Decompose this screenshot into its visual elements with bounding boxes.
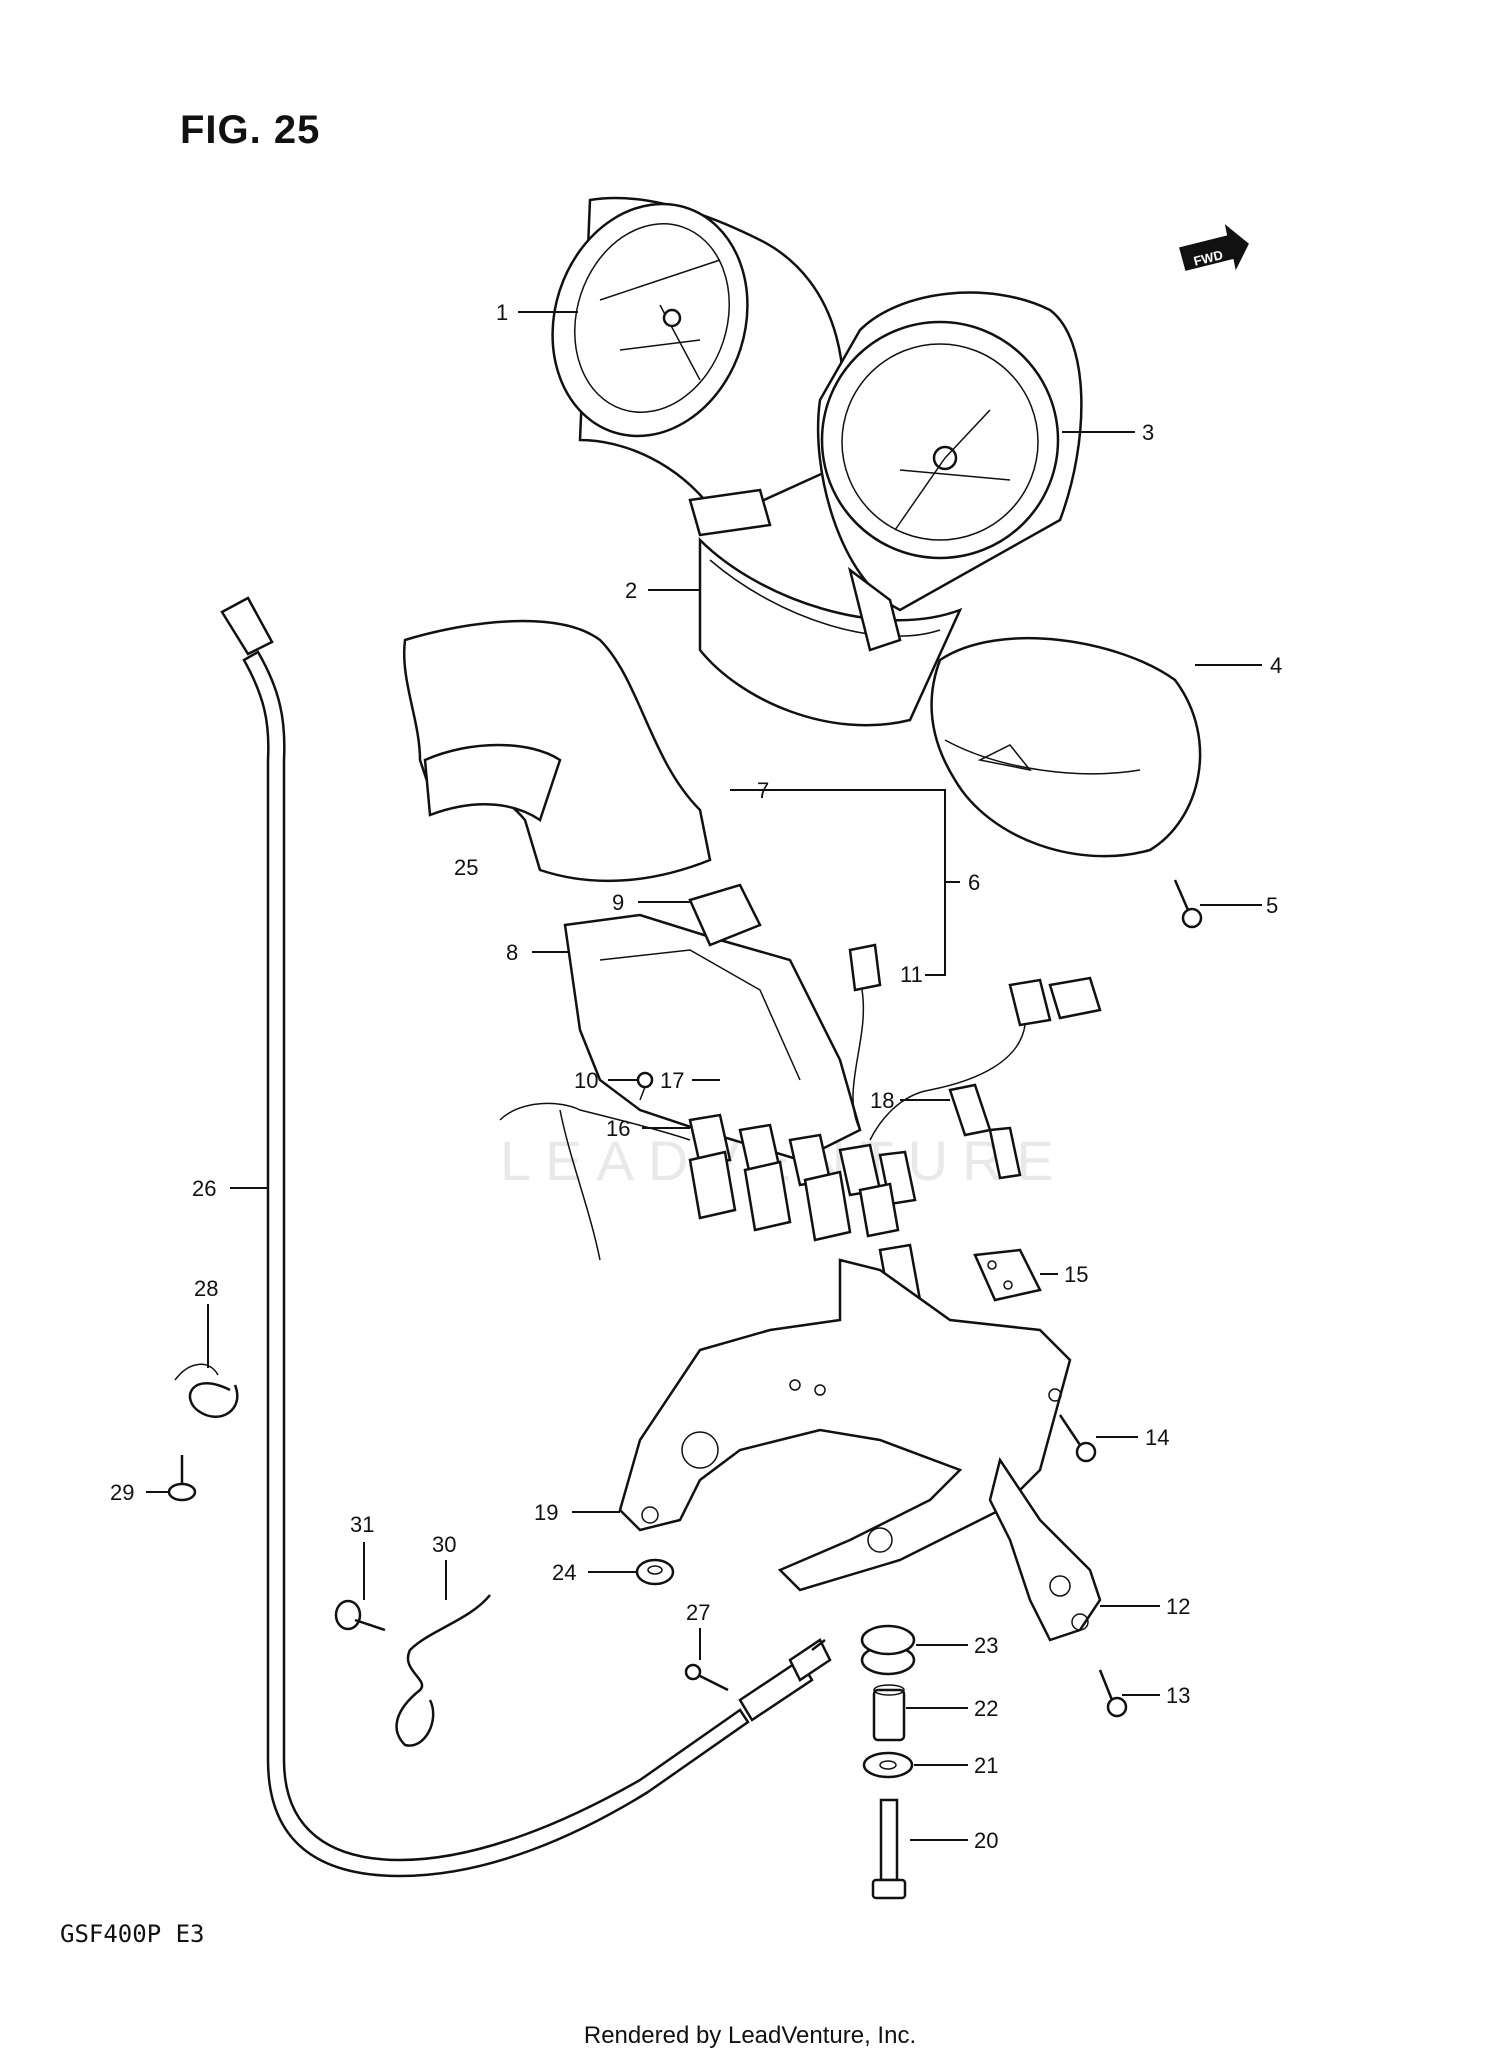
callout-27: 27 [686,1600,710,1625]
callout-7: 7 [757,778,769,803]
callout-3: 3 [1142,420,1154,445]
model-code: GSF400P E3 [60,1920,205,1948]
callout-17: 17 [660,1068,684,1093]
callout-18: 18 [870,1088,894,1113]
callout-25: 25 [454,855,478,880]
callout-19: 19 [534,1500,558,1525]
callout-10: 10 [574,1068,598,1093]
callout-5: 5 [1266,893,1278,918]
callout-9: 9 [612,890,624,915]
callout-29: 29 [110,1480,134,1505]
screw-13 [1098,1669,1128,1718]
bolt-29 [167,1455,197,1502]
callout-20: 20 [974,1828,998,1853]
callout-31: 31 [350,1512,374,1537]
callout-22: 22 [974,1696,998,1721]
bulb-harness [499,943,1102,1307]
callout-2: 2 [625,578,637,603]
bolt-14 [1058,1414,1097,1463]
callout-13: 13 [1166,1683,1190,1708]
callout-12: 12 [1166,1594,1190,1619]
gauge-cover [402,619,712,883]
callout-11: 11 [900,962,923,987]
tachometer [551,196,845,537]
callout-15: 15 [1064,1262,1088,1287]
lower-cover [563,883,862,1162]
grommet-23 [860,1624,916,1676]
callout-14: 14 [1145,1425,1169,1450]
screw-27 [684,1663,729,1692]
callout-28: 28 [194,1276,218,1301]
cable-clip-28 [174,1363,239,1418]
callout-16: 16 [606,1116,630,1141]
figure-title: FIG. 25 [180,108,321,152]
tachometer-case [698,536,963,727]
spring-clip-30 [395,1594,491,1747]
footer-credit: Rendered by LeadVenture, Inc. [583,2022,917,2049]
speedometer [816,291,1083,652]
callout-21: 21 [974,1753,998,1778]
screw-5 [1173,879,1203,929]
bolt-31 [334,1599,386,1632]
fwd-label: FWD [1192,247,1224,269]
callout-4: 4 [1270,653,1282,678]
speedometer-cable [220,596,832,1878]
callouts: 1 2 3 4 5 6 7 8 9 10 11 12 13 14 15 16 1 [110,300,1282,1853]
bolt-20 [871,1798,907,1900]
nut-24 [635,1558,675,1586]
washer-21 [862,1751,914,1779]
bracket-plate-15 [973,1248,1042,1302]
callout-8: 8 [506,940,518,965]
callout-30: 30 [432,1532,456,1557]
callout-23: 23 [974,1633,998,1658]
collar-22 [872,1684,906,1742]
callout-1: 1 [496,300,508,325]
callout-26: 26 [192,1176,216,1201]
callout-6: 6 [968,870,980,895]
speedometer-case [930,637,1202,858]
fwd-arrow-icon: FWD [1179,224,1249,271]
meter-bracket [618,1258,1102,1642]
callout-24: 24 [552,1560,576,1585]
